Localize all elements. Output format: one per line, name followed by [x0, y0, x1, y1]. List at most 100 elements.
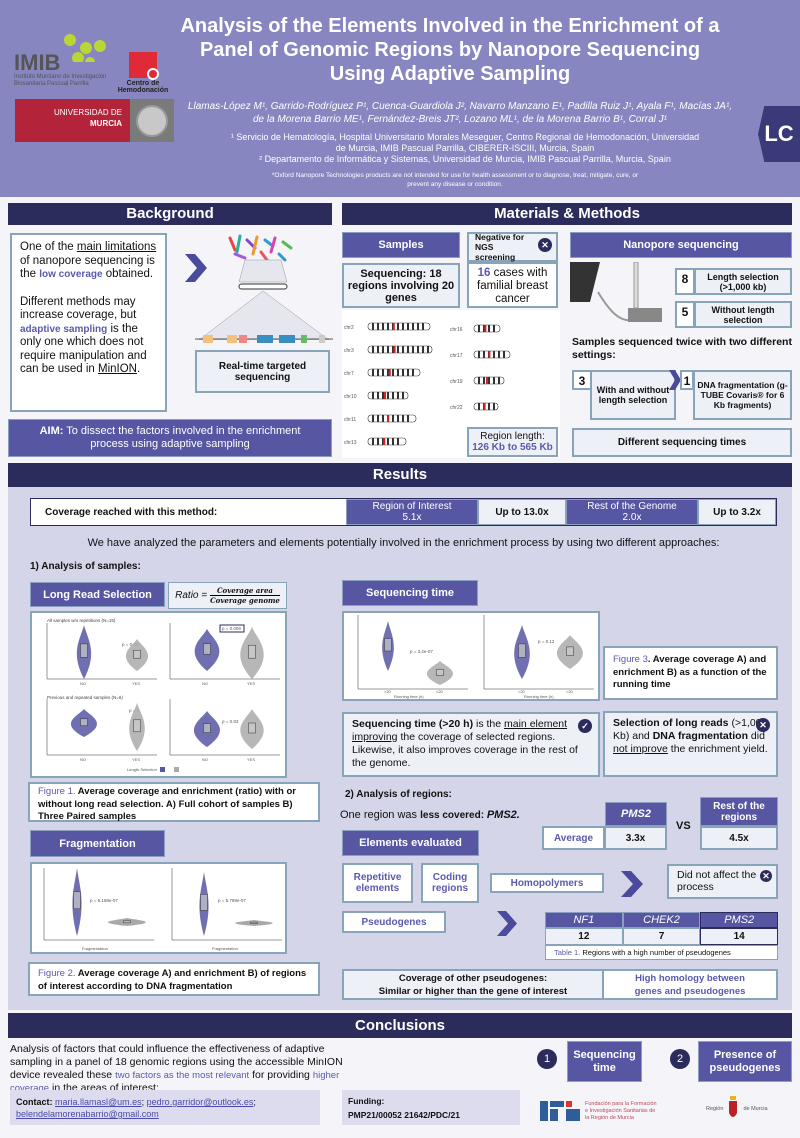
chromosome-band	[402, 323, 404, 330]
region-murcia-logo: Región de Murcia	[706, 1092, 796, 1126]
figure-label: YES	[247, 757, 255, 762]
chromosome-band	[402, 392, 404, 399]
chromosome-band	[372, 323, 374, 330]
email-link[interactable]: pedro.garridor@outlook.es	[146, 1097, 254, 1107]
without-selection-box: Without length selection	[694, 301, 792, 328]
chromosome-band	[392, 415, 394, 422]
poster-title: Analysis of the Elements Involved in the…	[180, 15, 720, 85]
poster-header	[0, 0, 800, 197]
chromosome-band	[478, 403, 480, 410]
samples-heading: Samples	[342, 232, 460, 258]
figure-label: Fragmentation	[212, 946, 238, 951]
violin-plot	[235, 920, 273, 926]
count-1: 1	[680, 370, 694, 390]
x-circle-icon: ✕	[538, 238, 552, 252]
target-region-strip	[195, 335, 333, 343]
figure-label: p = 5.168e-07	[90, 898, 118, 903]
chromosome-band	[377, 438, 379, 445]
table-header-row: NF1 CHEK2 PMS2	[545, 912, 779, 928]
figure-label: >20	[518, 689, 526, 694]
homopolymers-box: Homopolymers	[490, 873, 604, 893]
repetitive-elements-box: Repetitive elements	[342, 863, 413, 903]
chromosome-band	[493, 325, 495, 332]
coverage-summary: Coverage reached with this method: Regio…	[30, 498, 777, 526]
chromosome-band	[417, 346, 419, 353]
count-3: 3	[572, 370, 592, 390]
target-region-marker	[392, 323, 395, 330]
chromosome-band	[377, 369, 379, 376]
chromosome-band	[392, 392, 394, 399]
figure-label: Previous and repeated samples (N=6)	[47, 695, 123, 700]
figure-label: YES	[132, 681, 140, 686]
figure-1: All samples w/o repetitions (N=15) Previ…	[30, 611, 287, 778]
chromosome-band	[382, 369, 384, 376]
chromosome-band	[372, 438, 374, 445]
figure-label: p = 0.83	[222, 719, 239, 724]
settings-text: Samples sequenced twice with two differe…	[572, 336, 792, 361]
figure-label: NO	[80, 681, 86, 686]
analysis-regions-heading: 2) Analysis of regions:	[345, 789, 452, 800]
chromosome-band	[402, 369, 404, 376]
table-row: 12 7 14	[545, 928, 779, 945]
figure-label: NO	[202, 681, 208, 686]
sequencing-time-finding: Sequencing time (>20 h) is the main elem…	[342, 712, 600, 777]
figure-label: <20	[566, 689, 574, 694]
violin-plot	[240, 627, 264, 679]
chromosome-band	[427, 346, 429, 353]
violin-plot	[426, 661, 454, 685]
chevron-right-icon	[669, 370, 681, 390]
target-region-marker	[486, 377, 488, 384]
figure-label: All samples w/o repetitions (N=15)	[47, 618, 116, 623]
funding-box: Funding:PMP21/00052 21642/PDC/21	[342, 1090, 520, 1125]
authors: Llamas-López M¹, Garrido-Rodríguez P¹, C…	[187, 101, 733, 125]
chromosome-band	[478, 351, 480, 358]
figure-label: p = 0.22	[122, 642, 139, 647]
chromosome-band	[488, 377, 490, 384]
chevron-right-icon	[497, 911, 517, 936]
chromosome-band	[503, 351, 505, 358]
chromosome-band	[397, 392, 399, 399]
figure-label: <20	[436, 689, 444, 694]
chromosome-label: chr3	[344, 348, 354, 354]
email-link[interactable]: maria.llamasl@um.es	[55, 1097, 142, 1107]
chromosome-band	[392, 369, 394, 376]
violin-plot	[194, 629, 220, 671]
chromosome-band	[392, 438, 394, 445]
chromosome-band	[412, 369, 414, 376]
chromosome-band	[422, 323, 424, 330]
violin-plot	[108, 918, 146, 926]
average-label: Average	[542, 826, 605, 850]
negative-ngs-box: Negative for NGS screening✕	[467, 232, 558, 262]
chromosome-band	[387, 438, 389, 445]
fragmentation-heading: Fragmentation	[30, 830, 165, 857]
figure-label: p = 0.12	[538, 639, 555, 644]
figure-label: Length Selection	[127, 767, 157, 772]
target-region-marker	[388, 369, 391, 376]
chromosome-band	[397, 369, 399, 376]
email-link[interactable]: belendelamorenabarrio@gmail.com	[16, 1109, 159, 1119]
chevron-right-icon	[185, 254, 207, 282]
analysis-samples-heading: 1) Analysis of samples:	[30, 561, 141, 572]
long-read-heading: Long Read Selection	[30, 582, 165, 607]
figure-label: NO	[80, 757, 86, 762]
results-heading: Results	[8, 463, 792, 487]
region-length-box: Region length:126 Kb to 565 Kb	[467, 427, 558, 457]
chromosome-label: chr11	[344, 417, 356, 423]
with-without-box: With and without length selection	[590, 370, 676, 420]
pseudogenes-box: Pseudogenes	[342, 911, 446, 933]
chromosome-band	[498, 377, 500, 384]
chevron-right-icon	[621, 871, 643, 897]
violin-plot	[129, 703, 145, 751]
chromosome-band	[407, 346, 409, 353]
chromosome-label: chr16	[450, 327, 463, 333]
chromosome-band	[377, 346, 379, 353]
sequencing-time-heading: Sequencing time	[342, 580, 478, 606]
chromosome-band	[412, 346, 414, 353]
no-effect-box: Did not affect the process✕	[667, 864, 778, 899]
chromosome-band	[407, 369, 409, 376]
background-text-box: One of the main limitations of nanopore …	[10, 233, 167, 412]
chromosome-band	[387, 323, 389, 330]
factor-2-number: 2	[670, 1049, 690, 1069]
